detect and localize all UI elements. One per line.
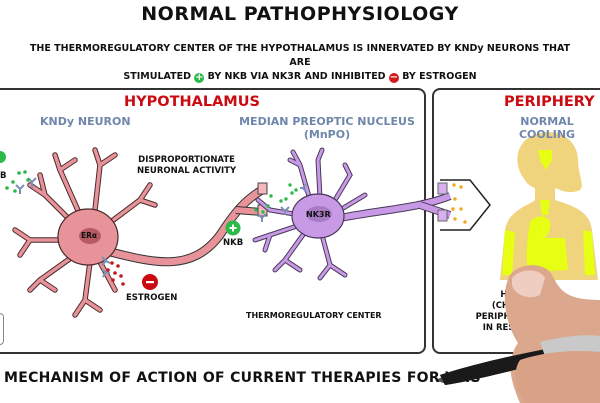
kndy-neuron-label: KNDy NEURON xyxy=(40,115,131,128)
mnpo-label-line-1: MEDIAN PREOPTIC NUCLEUS xyxy=(239,115,415,128)
mnpo-terminal-2 xyxy=(437,209,448,222)
periphery-text-line-2: (CHARAC xyxy=(491,301,535,311)
periphery-text-line-4: IN RESPON xyxy=(482,323,535,333)
minus-icon: − xyxy=(388,72,399,83)
subtitle-by-estrogen: BY ESTROGEN xyxy=(402,71,477,82)
era-nucleus xyxy=(79,228,101,244)
nk3r-nucleus xyxy=(306,206,332,222)
mnpo-terminal-1 xyxy=(437,182,448,195)
mnpo-receptors xyxy=(257,183,307,222)
kndy-receptors xyxy=(15,177,111,278)
kndy-axon xyxy=(94,186,264,266)
mnpo-label-line-2: (MnPO) xyxy=(303,128,351,141)
periphery-text-line-1: HEAT D xyxy=(500,290,535,300)
nkb-circle-partial xyxy=(0,151,6,163)
footer-caption: MECHANISM OF ACTION OF CURRENT THERAPIES… xyxy=(4,370,481,386)
thermoregulatory-center-label: THERMOREGULATORY CENTER xyxy=(246,311,382,320)
estrogen-dots xyxy=(106,261,125,286)
era-label: ERα xyxy=(81,231,98,240)
subtitle: THE THERMOREGULATORY CENTER OF THE HYPOT… xyxy=(20,42,580,84)
disproportionate-line-2: NEURONAL ACTIVITY xyxy=(137,166,237,176)
disproportionate-activity-label: DISPROPORTIONATE NEURONAL ACTIVITY xyxy=(137,155,236,177)
hypothalamus-heading: HYPOTHALAMUS xyxy=(124,94,260,110)
mnpo-dendrites xyxy=(253,148,367,280)
axon-terminal-1 xyxy=(257,182,268,195)
periphery-description: HEAT D (CHARAC PERIPHERAL IN RESPON xyxy=(440,290,535,334)
subtitle-line-2: STIMULATED + BY NKB VIA NK3R AND INHIBIT… xyxy=(20,70,580,84)
plus-icon: + xyxy=(194,72,205,83)
estrogen-label: ESTROGEN xyxy=(126,293,178,303)
disproportionate-line-1: DISPROPORTIONATE xyxy=(138,155,235,165)
hypothalamus-panel xyxy=(0,88,426,354)
page-title: NORMAL PATHOPHYSIOLOGY xyxy=(141,3,459,25)
body-silhouette xyxy=(500,132,598,280)
nkb-label: NKB xyxy=(223,238,244,248)
kndy-dendrites xyxy=(13,148,157,317)
subtitle-line-1: THE THERMOREGULATORY CENTER OF THE HYPOT… xyxy=(29,43,571,68)
nkb-dots-left xyxy=(5,170,30,193)
normal-cooling-label: NORMAL COOLING xyxy=(518,115,576,141)
subtitle-stimulated: STIMULATED xyxy=(123,71,191,82)
nkb-partial-label: B xyxy=(0,171,7,181)
nk3r-label: NK3R xyxy=(306,210,331,219)
nkb-dots-synapse xyxy=(254,183,298,214)
periphery-heading: PERIPHERY xyxy=(504,94,595,110)
subtitle-by-nkb: BY NKB VIA NK3R AND INHIBITED xyxy=(207,71,386,82)
orange-signal-dots xyxy=(451,183,467,224)
signal-arrow xyxy=(440,179,491,231)
periphery-text-line-3: PERIPHERAL xyxy=(475,312,535,322)
mnpo-label: MEDIAN PREOPTIC NUCLEUS (MnPO) xyxy=(232,115,422,141)
mnpo-axon xyxy=(339,193,452,221)
